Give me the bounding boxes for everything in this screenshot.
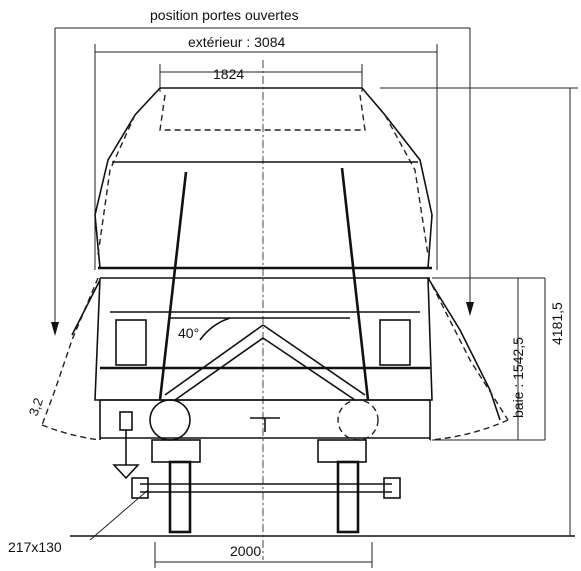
discharge-struts [164,317,366,401]
right-open-door [427,277,509,441]
swing-left-label: 3,2 [26,396,46,418]
track-gauge-dimension [154,542,373,568]
angle-label: 40° [178,325,199,341]
left-open-door [41,277,101,441]
opening-height-dimension [432,277,545,441]
top-width-label: 1824 [213,66,244,82]
axle-box-leader [89,489,149,541]
track-gauge-label: 2000 [230,543,261,559]
open-doors-dimension [51,27,474,336]
total-height-dimension [380,87,578,536]
door-struts [158,167,370,401]
open-doors-label: position portes ouvertes [150,7,299,23]
hopper-body [94,87,433,279]
wheelset [112,399,401,534]
opening-height-label: baie : 1542,5 [510,337,526,418]
axle-box-label: 217x130 [8,539,62,555]
exterior-width-label: extérieur : 3084 [188,34,285,50]
total-height-label: 4181,5 [549,302,565,345]
underframe [94,277,433,440]
exterior-width-dimension [94,44,438,270]
